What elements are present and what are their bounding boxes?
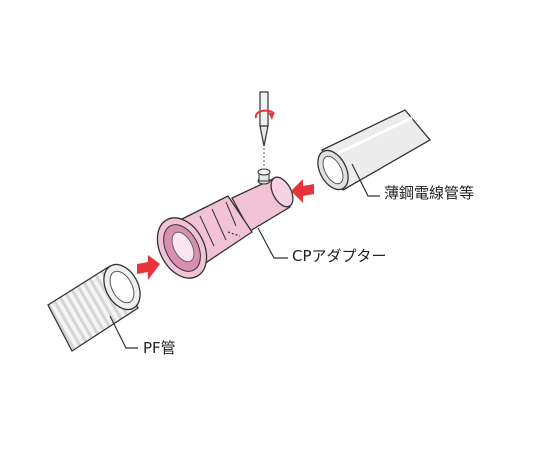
cp-adapter-label: CPアダプター — [292, 247, 387, 265]
leader-steel — [351, 163, 380, 197]
screwdriver — [259, 91, 269, 166]
leader-pf — [109, 315, 138, 349]
steel-conduit-label: 薄鋼電線管等 — [384, 184, 475, 202]
pf-pipe-label: PF管 — [143, 339, 176, 357]
rotation-arrow-icon — [254, 109, 275, 120]
steel-conduit — [317, 109, 431, 191]
push-arrow-icon — [137, 255, 160, 280]
push-arrow-icon — [291, 179, 314, 203]
pf-pipe — [47, 263, 141, 352]
leader-cp — [257, 227, 288, 259]
cp-adapter — [156, 168, 294, 279]
